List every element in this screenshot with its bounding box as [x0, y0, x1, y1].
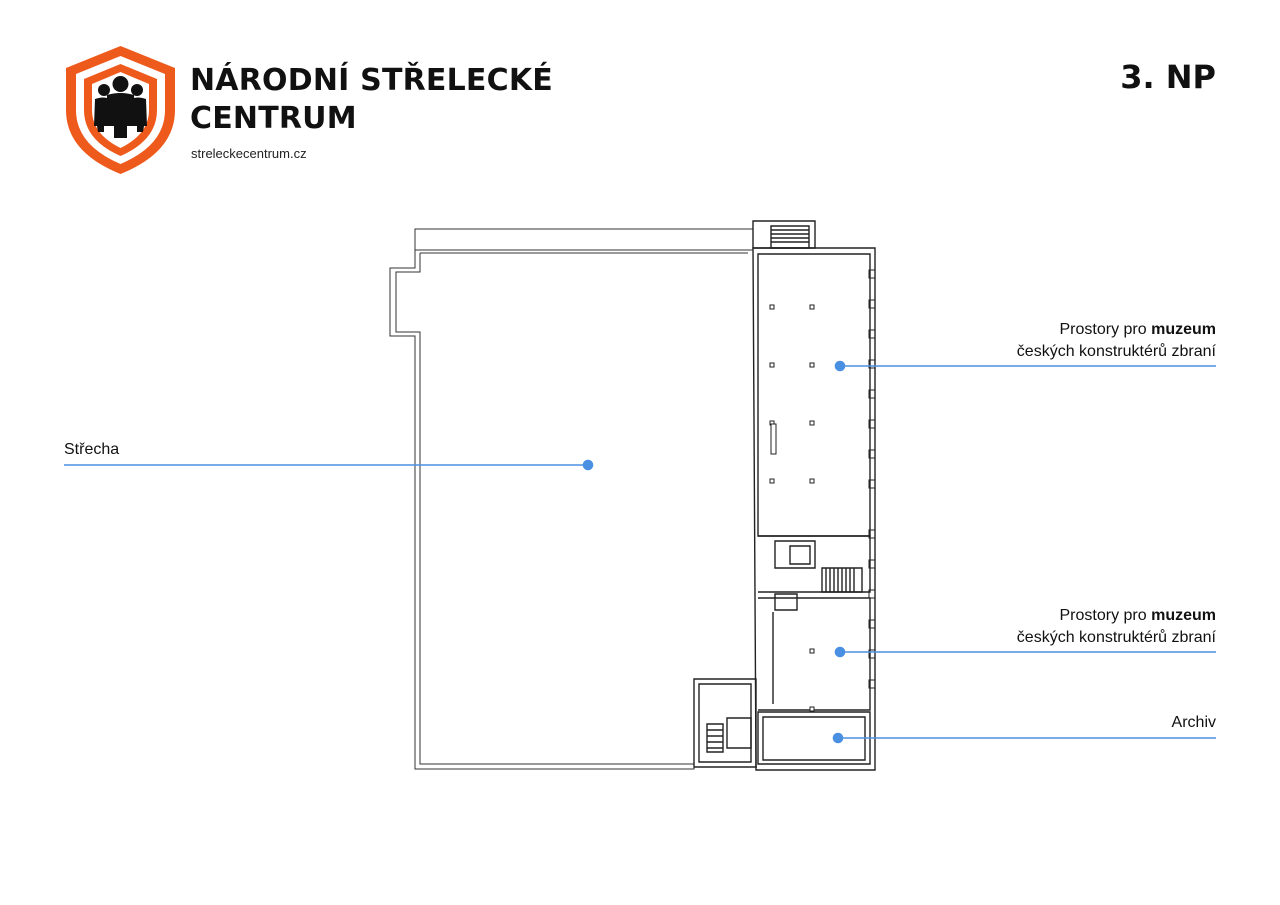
roof-outline [389, 228, 757, 770]
callout-museum-2-bold: muzeum [1151, 607, 1216, 624]
leader-dot-roof [582, 459, 594, 471]
leader-lines [64, 360, 1216, 744]
window-marks [868, 269, 876, 689]
leader-dot-museum-2 [834, 646, 846, 658]
brand-title-line1: NÁRODNÍ STŘELECKÉ [190, 63, 553, 98]
callout-roof-text: Střecha [64, 441, 120, 458]
columns [769, 304, 815, 712]
callout-museum-2-line2: českých konstruktérů zbraní [1016, 629, 1216, 646]
callout-archive-text: Archiv [1171, 714, 1216, 731]
shield-people-icon [66, 46, 175, 174]
callout-museum-2-prefix: Prostory pro [1059, 607, 1147, 624]
brand-title: NÁRODNÍ STŘELECKÉ CENTRUM [190, 62, 553, 138]
callout-museum-prefix: Prostory pro [1059, 321, 1147, 338]
callout-museum-bold: muzeum [1151, 321, 1216, 338]
leader-dot-archive [832, 732, 844, 744]
callout-roof: Střecha [64, 439, 119, 461]
floor-label: 3. NP [1120, 58, 1216, 96]
callout-museum-line2: českých konstruktérů zbraní [1016, 343, 1216, 360]
callout-museum-2: Prostory pro muzeum českých konstruktérů… [1017, 605, 1216, 649]
callout-archive: Archiv [1172, 712, 1216, 734]
brand-title-line2: CENTRUM [190, 101, 357, 136]
callout-museum: Prostory pro muzeum českých konstruktérů… [1017, 319, 1216, 363]
website-link[interactable]: streleckecentrum.cz [191, 146, 307, 161]
building-outline [693, 220, 876, 771]
leader-dot-museum [834, 360, 846, 372]
